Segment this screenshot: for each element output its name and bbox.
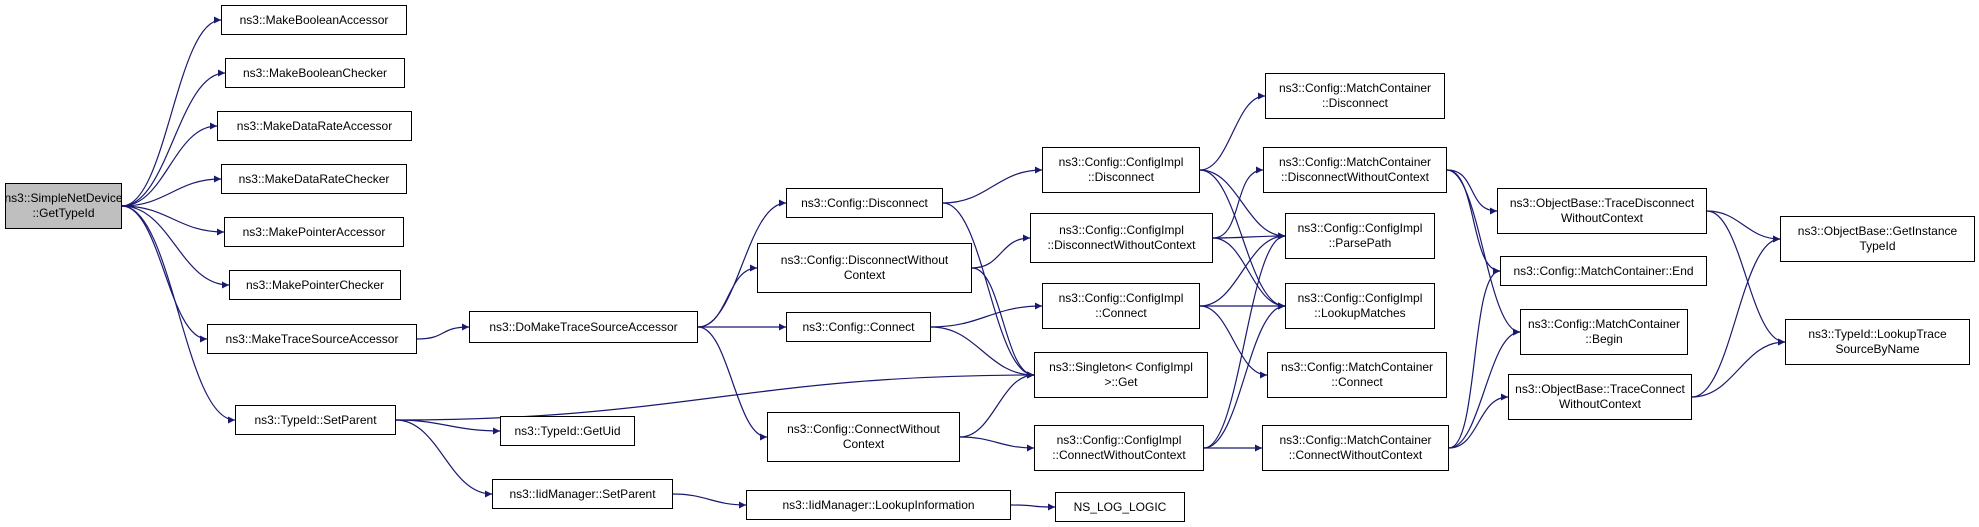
- edge-iid_setparent-to-iid_lookupinfo: [672, 493, 747, 509]
- graph-node-typeid-getuid[interactable]: ns3::TypeId::GetUid: [500, 416, 635, 446]
- edge-mc_connwoc-to-mc_end: [1448, 267, 1501, 449]
- edge-impl_discwoc-to-impl_lookup: [1212, 237, 1286, 310]
- edges-group: [121, 16, 1786, 511]
- graph-node-mc-connwoc[interactable]: ns3::Config::MatchContainer ::ConnectWit…: [1262, 425, 1449, 471]
- edge-iid_lookupinfo-to-ns_log_logic: [1010, 503, 1056, 511]
- edge-ob_traceconnwoc-to-typeid_lookuptrace: [1691, 338, 1786, 398]
- graph-node-dotsacc[interactable]: ns3::DoMakeTraceSourceAccessor: [469, 311, 698, 343]
- graph-node-maketsacc[interactable]: ns3::MakeTraceSourceAccessor: [207, 324, 417, 354]
- edge-ob_tracediscwoc-to-typeid_lookuptrace: [1706, 210, 1786, 346]
- edge-typeid_setparent-to-typeid_getuid: [395, 419, 501, 435]
- graph-node-cfg-connwoc[interactable]: ns3::Config::ConnectWithout Context: [767, 412, 960, 462]
- edge-gettypeid-to-makedraacc: [121, 122, 218, 207]
- edge-impl_connwoc-to-impl_parsepath: [1203, 232, 1286, 449]
- graph-node-makeboolacc[interactable]: ns3::MakeBooleanAccessor: [221, 5, 407, 35]
- graph-node-iid-lookupinfo[interactable]: ns3::IidManager::LookupInformation: [746, 490, 1011, 520]
- edge-impl_connwoc-to-impl_lookup: [1203, 302, 1286, 449]
- edge-dotsacc-to-cfg_connwoc: [697, 326, 768, 441]
- graph-node-cfg-connect[interactable]: ns3::Config::Connect: [786, 312, 931, 342]
- graph-node-impl-parsepath[interactable]: ns3::Config::ConfigImpl ::ParsePath: [1285, 213, 1435, 259]
- graph-node-ob-tracediscwoc[interactable]: ns3::ObjectBase::TraceDisconnect Without…: [1497, 188, 1707, 234]
- graph-node-makedrachk[interactable]: ns3::MakeDataRateChecker: [221, 164, 407, 194]
- edge-typeid_setparent-to-iid_setparent: [395, 419, 493, 498]
- graph-node-mc-discwoc[interactable]: ns3::Config::MatchContainer ::Disconnect…: [1263, 147, 1447, 193]
- edge-gettypeid-to-makeptrchk: [121, 205, 230, 289]
- edge-cfg_connect-to-singleton_get: [930, 326, 1035, 379]
- graph-node-impl-lookup[interactable]: ns3::Config::ConfigImpl ::LookupMatches: [1285, 283, 1435, 329]
- edge-mc_connwoc-to-mc_begin: [1448, 328, 1521, 449]
- edge-impl_connect-to-mc_connect: [1199, 305, 1268, 379]
- graph-node-impl-discwoc[interactable]: ns3::Config::ConfigImpl ::DisconnectWith…: [1030, 213, 1213, 263]
- edge-gettypeid-to-makeboolacc: [121, 16, 222, 207]
- edge-ob_traceconnwoc-to-ob_getinstance: [1691, 235, 1781, 398]
- edge-impl_discwoc-to-impl_parsepath: [1212, 232, 1286, 240]
- edge-cfg_disconnect-to-impl_disconnect: [942, 166, 1043, 204]
- graph-node-ob-getinstance[interactable]: ns3::ObjectBase::GetInstance TypeId: [1780, 216, 1975, 262]
- edge-dotsacc-to-cfg_discwoc: [697, 264, 758, 328]
- edge-gettypeid-to-typeid_setparent: [121, 205, 236, 424]
- edge-maketsacc-to-dotsacc: [416, 323, 470, 340]
- edge-cfg_connect-to-impl_connect: [930, 302, 1043, 328]
- edge-mc_discwoc-to-ob_tracediscwoc: [1446, 169, 1498, 215]
- graph-node-makeboolchk[interactable]: ns3::MakeBooleanChecker: [225, 58, 405, 88]
- graph-node-typeid-lookuptrace[interactable]: ns3::TypeId::LookupTrace SourceByName: [1785, 319, 1970, 365]
- graph-node-iid-setparent[interactable]: ns3::IidManager::SetParent: [492, 479, 673, 509]
- edge-cfg_connwoc-to-impl_connwoc: [959, 436, 1035, 452]
- graph-node-makeptracc[interactable]: ns3::MakePointerAccessor: [224, 217, 404, 247]
- graph-node-makeptrchk[interactable]: ns3::MakePointerChecker: [229, 270, 401, 300]
- edge-mc_connwoc-to-ob_traceconnwoc: [1448, 393, 1509, 449]
- graph-node-ob-traceconnwoc[interactable]: ns3::ObjectBase::TraceConnect WithoutCon…: [1508, 374, 1692, 420]
- graph-node-singleton-get[interactable]: ns3::Singleton< ConfigImpl >::Get: [1034, 352, 1208, 398]
- edge-ob_tracediscwoc-to-ob_getinstance: [1706, 210, 1781, 243]
- edge-cfg_connwoc-to-singleton_get: [959, 371, 1035, 438]
- graph-node-cfg-disconnect[interactable]: ns3::Config::Disconnect: [786, 188, 943, 218]
- graph-node-impl-connect[interactable]: ns3::Config::ConfigImpl ::Connect: [1042, 283, 1200, 329]
- graph-node-mc-end[interactable]: ns3::Config::MatchContainer::End: [1500, 256, 1707, 286]
- edge-impl_disconnect-to-mc_disconnect: [1199, 92, 1266, 171]
- edge-cfg_disconnect-to-singleton_get: [942, 202, 1035, 379]
- graph-node-cfg-discwoc[interactable]: ns3::Config::DisconnectWithout Context: [757, 243, 972, 293]
- edge-impl_connect-to-impl_parsepath: [1199, 232, 1286, 307]
- graph-node-typeid-setparent[interactable]: ns3::TypeId::SetParent: [235, 405, 396, 435]
- edge-impl_disconnect-to-impl_parsepath: [1199, 169, 1286, 240]
- edge-gettypeid-to-makedrachk: [121, 175, 222, 207]
- graph-node-mc-disconnect[interactable]: ns3::Config::MatchContainer ::Disconnect: [1265, 73, 1445, 119]
- graph-node-mc-connect[interactable]: ns3::Config::MatchContainer ::Connect: [1267, 352, 1447, 398]
- edge-mc_discwoc-to-mc_begin: [1446, 169, 1521, 336]
- graph-node-ns-log-logic[interactable]: NS_LOG_LOGIC: [1055, 492, 1185, 522]
- edge-cfg_discwoc-to-impl_discwoc: [971, 234, 1031, 269]
- graph-node-mc-begin[interactable]: ns3::Config::MatchContainer ::Begin: [1520, 309, 1688, 355]
- graph-node-impl-connwoc[interactable]: ns3::Config::ConfigImpl ::ConnectWithout…: [1034, 425, 1204, 471]
- edge-gettypeid-to-makeptracc: [121, 205, 225, 236]
- edge-impl_disconnect-to-impl_lookup: [1199, 169, 1286, 310]
- graph-node-impl-disconnect[interactable]: ns3::Config::ConfigImpl ::Disconnect: [1042, 147, 1200, 193]
- edge-impl_discwoc-to-mc_discwoc: [1212, 166, 1264, 239]
- graph-node-gettypeid[interactable]: ns3::SimpleNetDevice ::GetTypeId: [4, 183, 123, 229]
- edge-cfg_discwoc-to-singleton_get: [971, 267, 1035, 379]
- graph-node-makedraacc[interactable]: ns3::MakeDataRateAccessor: [217, 111, 412, 141]
- edge-gettypeid-to-makeboolchk: [121, 69, 226, 207]
